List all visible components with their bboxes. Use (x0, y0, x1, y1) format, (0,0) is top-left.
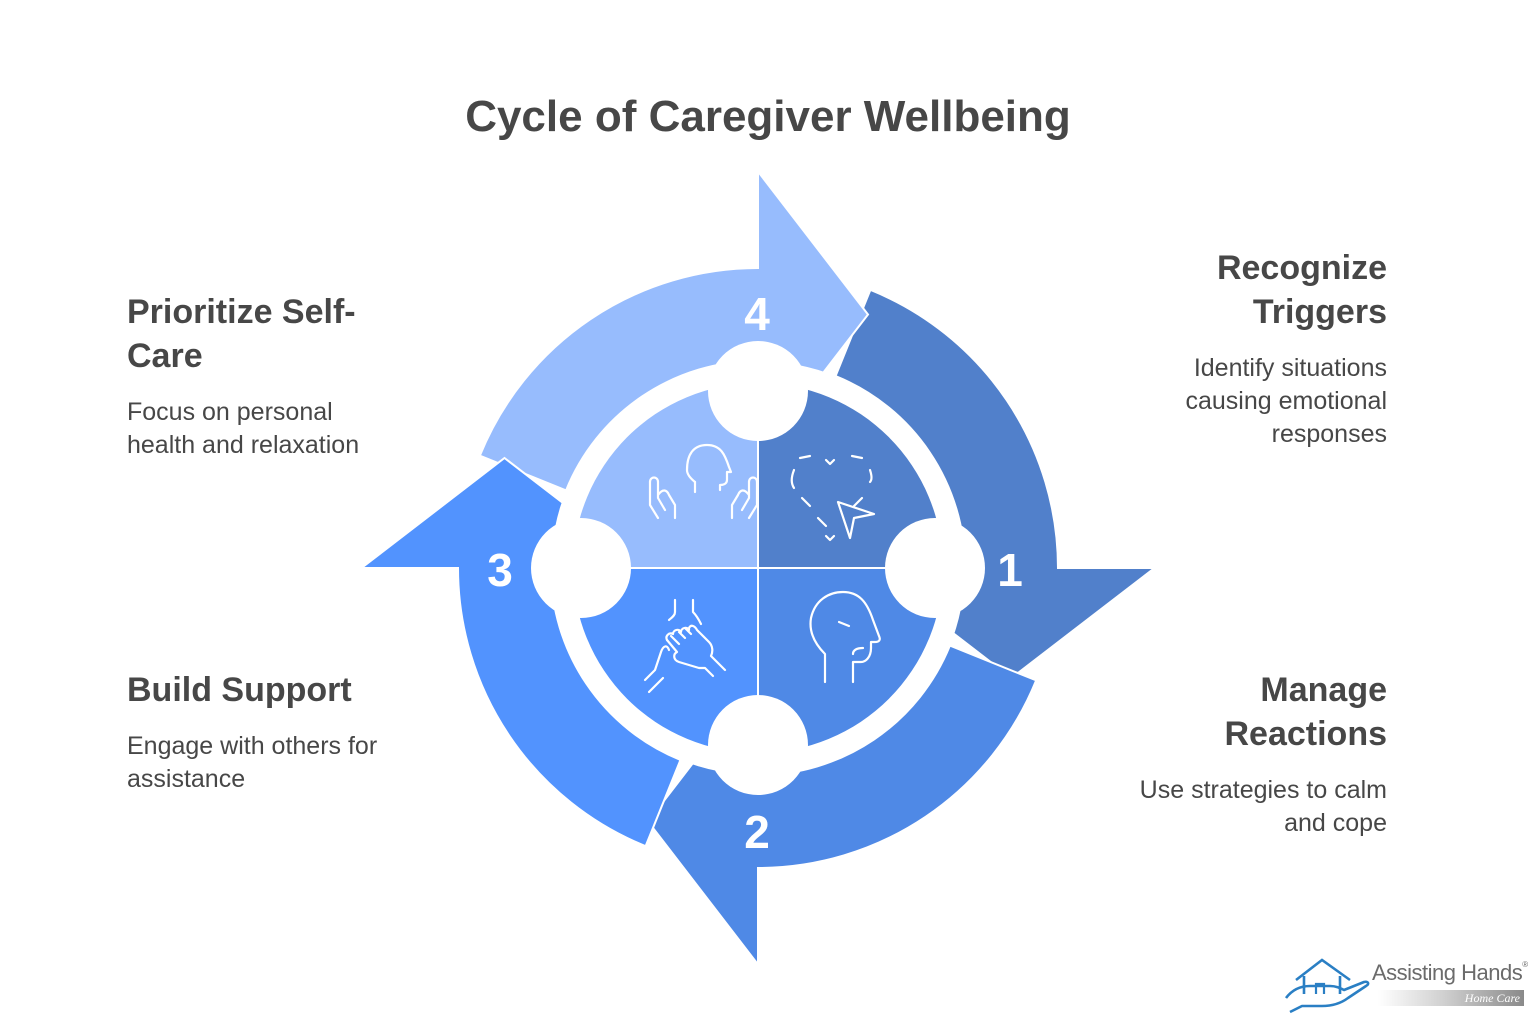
step-4-heading: Prioritize Self-Care (127, 293, 356, 375)
step-2-description: Use strategies to calm and cope (1139, 776, 1387, 837)
step-3-text-block: Build Support Engage with others for ass… (127, 668, 407, 796)
step-2-heading: Manage Reactions (1224, 671, 1388, 753)
heart-cursor-icon (790, 454, 876, 542)
quadrant-support (573, 568, 758, 753)
step-numbers: 1 2 3 4 (487, 288, 1023, 858)
step-4-text-block: Prioritize Self-Care Focus on personal h… (127, 290, 397, 462)
quadrant-notch (885, 518, 985, 618)
quadrant-manage (758, 568, 943, 753)
logo-name: Assisting Hands® (1372, 960, 1528, 985)
logo-subtitle: Home Care (1464, 991, 1520, 1005)
center-quadrants (531, 341, 985, 795)
step-number-3: 3 (487, 544, 513, 596)
quadrant-notch (708, 695, 808, 795)
step-4-description: Focus on personal health and relaxation (127, 398, 360, 459)
helping-hands-icon (643, 598, 727, 694)
logo-subtitle-bar: Home Care (1378, 990, 1524, 1006)
step-number-4: 4 (744, 288, 770, 340)
step-1-heading: Recognize Triggers (1216, 249, 1387, 331)
quadrant-self-care (573, 383, 758, 568)
head-profile-icon (809, 590, 881, 684)
quadrant-notch (531, 518, 631, 618)
registered-mark: ® (1522, 960, 1528, 969)
quadrant-recognize (758, 383, 943, 568)
step-3-description: Engage with others for assistance (127, 732, 378, 793)
quadrant-notch (708, 341, 808, 441)
step-number-1: 1 (997, 544, 1023, 596)
self-care-person-icon (648, 443, 759, 520)
hand-house-logo-icon (1284, 958, 1370, 1014)
step-3-heading: Build Support (127, 671, 352, 709)
step-1-description: Identify situations causing emotional re… (1185, 354, 1387, 448)
step-number-2: 2 (744, 806, 770, 858)
step-1-text-block: Recognize Triggers Identify situations c… (1107, 246, 1387, 451)
diagram-title: Cycle of Caregiver Wellbeing (465, 92, 1071, 141)
step-2-text-block: Manage Reactions Use strategies to calm … (1107, 668, 1387, 840)
assisting-hands-logo: Assisting Hands® Home Care (1282, 954, 1532, 1014)
